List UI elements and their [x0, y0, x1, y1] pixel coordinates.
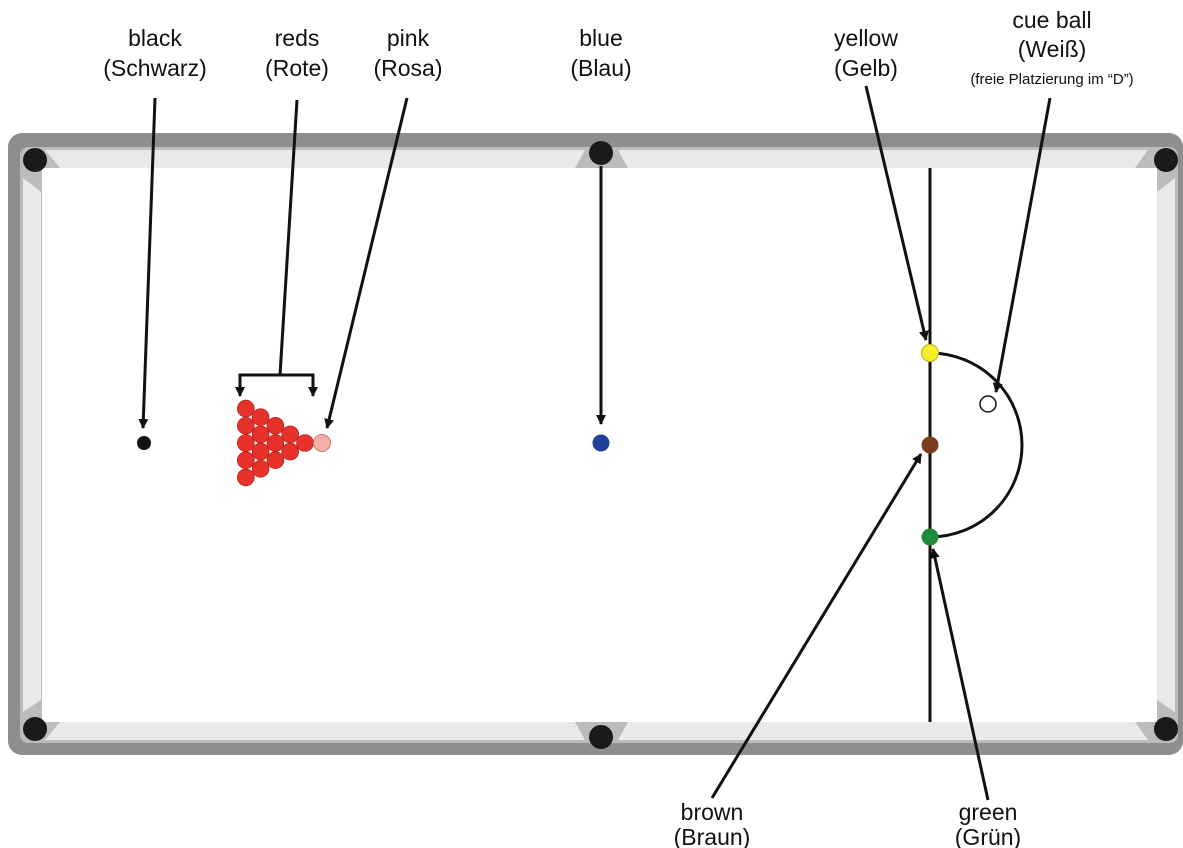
- label-cue: cue ball: [1012, 7, 1091, 33]
- label-cue-note: (freie Platzierung im “D”): [970, 71, 1133, 88]
- red-ball: [251, 425, 270, 444]
- red-ball: [266, 451, 285, 470]
- pocket-bottom-right: [1154, 717, 1178, 741]
- arrow-reds-stem: [278, 99, 299, 376]
- green-ball: [921, 528, 939, 546]
- label-brown-german: (Braun): [674, 824, 751, 848]
- red-ball: [237, 451, 255, 470]
- arrow-pink: [324, 97, 409, 429]
- the-d-arc: [929, 351, 1024, 539]
- red-ball: [281, 442, 300, 461]
- cushion-left: [23, 178, 41, 712]
- red-ball: [237, 434, 255, 452]
- label-brown: brown: [681, 799, 744, 825]
- yellow-ball: [921, 344, 939, 362]
- cue-ball: [979, 395, 997, 413]
- pocket-top-middle: [589, 141, 613, 165]
- cushion-right: [1157, 178, 1175, 712]
- red-ball: [281, 425, 300, 444]
- label-green-german: (Grün): [955, 824, 1021, 848]
- pocket-bottom-middle: [589, 725, 613, 749]
- black-ball: [137, 436, 151, 450]
- label-cue-german: (Weiß): [1018, 36, 1087, 62]
- balls: [137, 344, 997, 546]
- arrow-green: [930, 548, 990, 801]
- cushion-top-left: [45, 150, 585, 168]
- brown-ball: [921, 436, 939, 454]
- label-reds-german: (Rote): [265, 55, 329, 81]
- label-green: green: [959, 799, 1018, 825]
- label-yellow-german: (Gelb): [834, 55, 898, 81]
- pointer-lines: [138, 85, 1052, 801]
- red-ball: [296, 434, 314, 452]
- label-yellow: yellow: [834, 25, 898, 51]
- labels: black (Schwarz) reds (Rote) pink (Rosa) …: [103, 7, 1133, 848]
- red-ball: [251, 442, 270, 461]
- arrow-brown: [710, 453, 923, 799]
- arrow-reds-bracket: [238, 373, 315, 393]
- red-ball: [237, 399, 255, 418]
- blue-ball: [592, 434, 610, 452]
- pocket-top-left: [23, 148, 47, 172]
- cushion-bottom-left: [45, 722, 585, 740]
- pocket-bottom-left: [23, 717, 47, 741]
- label-black: black: [128, 25, 182, 51]
- red-ball: [266, 434, 285, 452]
- label-pink: pink: [387, 25, 430, 51]
- red-ball: [251, 459, 270, 478]
- red-ball: [251, 408, 270, 427]
- arrow-black: [138, 97, 157, 429]
- red-balls-triangle: [237, 399, 314, 487]
- arrow-yellow: [864, 85, 929, 341]
- label-blue-german: (Blau): [570, 55, 631, 81]
- pink-ball: [313, 434, 331, 452]
- label-pink-german: (Rosa): [373, 55, 442, 81]
- label-reds: reds: [275, 25, 320, 51]
- red-ball: [237, 468, 255, 487]
- cushion-bottom-right: [618, 722, 1148, 740]
- label-black-german: (Schwarz): [103, 55, 207, 81]
- arrow-cue: [992, 97, 1052, 393]
- pocket-top-right: [1154, 148, 1178, 172]
- red-ball: [237, 416, 255, 435]
- red-ball: [266, 416, 285, 435]
- label-blue: blue: [579, 25, 622, 51]
